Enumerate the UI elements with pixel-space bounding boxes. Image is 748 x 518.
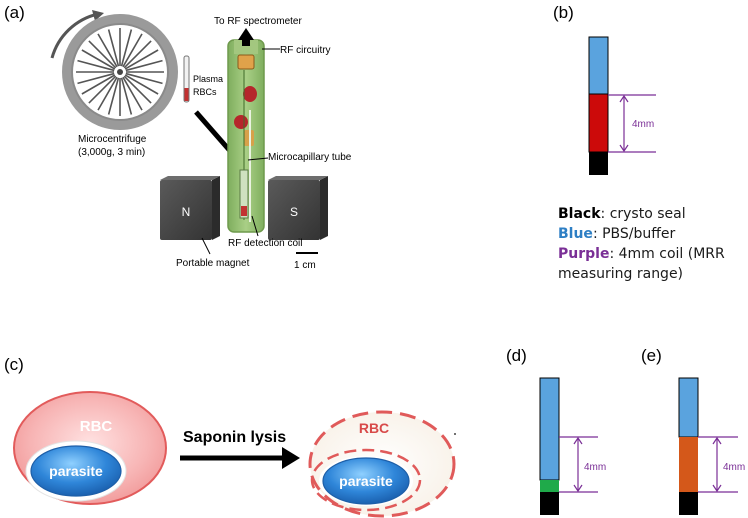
centrifuge-spoke	[122, 76, 143, 111]
label-saponin-lysis: Saponin lysis	[183, 429, 286, 446]
centrifuge-spoke	[88, 40, 117, 69]
centrifuge-spoke	[123, 75, 152, 104]
lysate-segment	[679, 437, 698, 492]
panel-a-illustration	[50, 10, 328, 255]
buffer-segment	[588, 36, 609, 95]
parasite-right	[322, 457, 410, 505]
centrifuge-spoke	[81, 74, 116, 95]
magnet-n	[160, 180, 212, 240]
label-microcapillary-tube: Microcapillary tube	[268, 152, 352, 163]
centrifuge-spoke	[97, 33, 118, 68]
label-e-coil-length: 4mm	[723, 462, 745, 473]
label-microcentrifuge-params: (3,000g, 3 min)	[78, 147, 145, 158]
panel-d-tube	[539, 377, 598, 515]
legend-text-black: : crysto seal	[600, 206, 686, 222]
label-rf-circuitry: RF circuitry	[280, 45, 331, 56]
label-scale-bar: 1 cm	[294, 260, 316, 271]
legend-text-purple: : 4mm coil (MRR	[609, 246, 725, 262]
centrifuge-spoke	[125, 59, 163, 72]
tube-legend: Black: crysto seal Blue: PBS/buffer Purp…	[558, 204, 743, 284]
label-to-rf-spectrometer: To RF spectrometer	[214, 16, 302, 27]
label-rbc-left: RBC	[80, 418, 113, 435]
rf-device-board	[227, 28, 265, 233]
centrifuge-spoke	[97, 76, 118, 111]
magnet-s	[268, 180, 320, 240]
label-portable-magnet: Portable magnet	[176, 258, 250, 269]
panel-label-e: (e)	[641, 346, 662, 365]
centrifuge-spoke	[77, 72, 115, 85]
centrifuge-spoke	[77, 59, 115, 72]
label-plasma: Plasma	[193, 74, 223, 84]
legend-row-black: Black: crysto seal	[558, 204, 743, 224]
panel-label-a: (a)	[4, 3, 25, 22]
parasite-left	[30, 445, 122, 497]
panel-label-d: (d)	[506, 346, 527, 365]
panel-label-b: (b)	[553, 3, 574, 22]
centrifuge-spoke	[123, 40, 152, 69]
label-parasite-left: parasite	[49, 463, 103, 479]
centrifuge-spoke	[120, 77, 133, 115]
legend-key-black: Black	[558, 206, 601, 222]
centrifuge-spoke	[122, 33, 143, 68]
centrifuge-spoke	[107, 77, 120, 115]
rbc-segment	[588, 93, 609, 153]
label-d-coil-length: 4mm	[584, 462, 606, 473]
centrifuge-spoke	[81, 49, 116, 70]
label-parasite-right: parasite	[339, 473, 393, 489]
panel-c-illustration	[13, 391, 456, 518]
centrifuge-spoke	[120, 29, 133, 67]
legend-key-blue: Blue	[558, 226, 593, 242]
label-microcentrifuge: Microcentrifuge	[78, 134, 147, 145]
label-magnet-s: S	[290, 205, 298, 219]
legend-row-purple: Purple: 4mm coil (MRR	[558, 244, 743, 264]
centrifuge-spoke	[107, 29, 120, 67]
label-magnet-n: N	[182, 205, 191, 219]
parasite-pellet-segment	[540, 480, 559, 492]
centrifuge-spoke	[124, 74, 159, 95]
panel-e-tube	[678, 377, 738, 515]
panel-label-c: (c)	[4, 355, 24, 374]
legend-key-purple: Purple	[558, 246, 610, 262]
label-rbc-right: RBC	[359, 420, 389, 436]
panel-b-tube	[588, 36, 656, 175]
centrifuge-spoke	[88, 75, 117, 104]
sample-tube-icon	[183, 55, 190, 103]
legend-text-purple-cont: measuring range)	[558, 266, 684, 282]
legend-row-purple-cont: measuring range)	[558, 264, 743, 284]
legend-text-blue: : PBS/buffer	[592, 226, 676, 242]
legend-row-blue: Blue: PBS/buffer	[558, 224, 743, 244]
label-rf-detection-coil: RF detection coil	[228, 238, 302, 249]
centrifuge-spoke	[124, 49, 159, 70]
microcentrifuge-icon	[50, 10, 178, 130]
label-rbcs: RBCs	[193, 87, 217, 97]
label-b-coil-length: 4mm	[632, 119, 654, 130]
centrifuge-spoke	[125, 72, 163, 85]
seal-segment	[589, 152, 608, 175]
